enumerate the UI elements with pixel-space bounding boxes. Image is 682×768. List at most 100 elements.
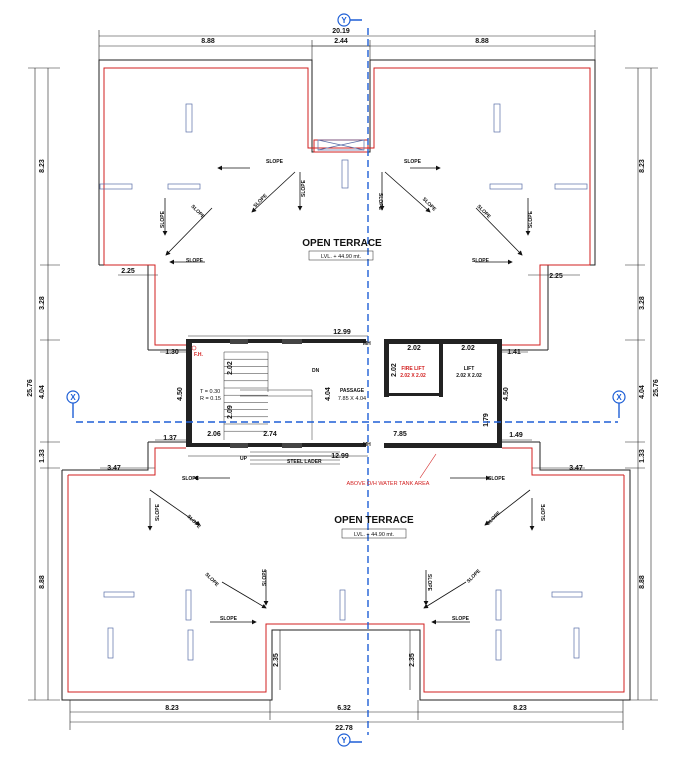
dim-bottom-left: 8.23 xyxy=(165,705,179,712)
slope-label: SLOPE xyxy=(186,258,204,264)
dim-lower-347-right: 3.47 xyxy=(569,465,583,472)
dim-core-left-130: 1.30 xyxy=(165,349,179,356)
dim-left-core: 4.04 xyxy=(39,385,46,399)
slope-label: SLOPE xyxy=(472,258,490,264)
stair-dn-label: DN xyxy=(312,368,320,374)
dimension-texts: 20.19 8.88 2.44 8.88 8.23 6.32 8.23 22.7… xyxy=(27,28,660,732)
slope-label: SLOPE xyxy=(421,196,438,213)
fire-lift-size: 2.02 X 2.02 xyxy=(400,373,426,379)
slope-label: SLOPE xyxy=(252,192,269,209)
axis-label-x-left: X xyxy=(70,393,76,402)
dim-right-179: 1.79 xyxy=(483,413,490,427)
slope-label: SLOPE xyxy=(426,574,432,592)
lift-size: 2.02 X 2.02 xyxy=(456,373,482,379)
upper-level-box xyxy=(308,250,374,261)
dim-right-total: 25.76 xyxy=(653,379,660,397)
dim-right-gap: 1.33 xyxy=(639,449,646,463)
riser-label: R = 0.15 xyxy=(200,396,221,402)
stair-up-label: UP xyxy=(240,456,248,462)
slope-label: SLOPE xyxy=(262,568,268,586)
dim-core-top: 12.99 xyxy=(333,329,351,336)
slope-label: SLOPE xyxy=(452,616,470,622)
slope-label: SLOPE xyxy=(377,193,383,211)
slope-label: SLOPE xyxy=(204,572,221,589)
slope-label: SLOPE xyxy=(220,616,238,622)
upper-terrace-level: LVL. + 44.90 mt. xyxy=(321,254,362,260)
water-tank-label: ABOVE O/H WATER TANK AREA xyxy=(347,481,430,487)
dim-left-mid: 3.28 xyxy=(39,296,46,310)
parapet-red xyxy=(67,67,625,693)
slope-label: SLOPE xyxy=(404,159,422,165)
building-outline xyxy=(61,59,631,701)
dim-core-right-149: 1.49 xyxy=(509,432,523,439)
slope-label: SLOPE xyxy=(190,204,207,221)
dim-core-right-450: 4.50 xyxy=(503,387,510,401)
dim-core-left-450: 4.50 xyxy=(177,387,184,401)
slope-label: SLOPE xyxy=(541,503,547,521)
dim-stair-209: 2.09 xyxy=(227,405,234,419)
lower-level-box xyxy=(341,528,407,539)
core-walls xyxy=(186,339,502,448)
slope-label: SLOPE xyxy=(182,476,200,482)
tread-label: T = 0.30 xyxy=(200,389,220,395)
slope-label: SLOPE xyxy=(466,568,483,585)
dim-right-core: 4.04 xyxy=(639,385,646,399)
lower-terrace-level: LVL. + 44.90 mt. xyxy=(354,532,395,538)
dimension-lines xyxy=(28,30,658,730)
slope-label: SLOPE xyxy=(486,510,503,527)
dim-right-mid: 3.28 xyxy=(639,296,646,310)
grid-axes xyxy=(72,19,620,743)
fire-hydrant-icon xyxy=(191,345,197,351)
dim-core-inner-404: 4.04 xyxy=(325,387,332,401)
axis-label-y-top: Y xyxy=(341,16,347,25)
passage-label: PASSAGE xyxy=(340,388,365,394)
dim-top-center: 2.44 xyxy=(334,38,348,45)
mh-label-left: MH xyxy=(363,341,371,347)
dim-core-left-137: 1.37 xyxy=(163,435,177,442)
dim-right-lower: 8.88 xyxy=(639,575,646,589)
dim-lower-right-235: 2.35 xyxy=(409,653,416,667)
dim-stair-202: 2.02 xyxy=(227,361,234,375)
dim-core-right-141: 1.41 xyxy=(507,349,521,356)
dim-top-total: 20.19 xyxy=(332,28,350,35)
passage-size: 7.85 X 4.04 xyxy=(338,396,366,402)
slope-label: SLOPE xyxy=(155,503,161,521)
slope-label: SLOPE xyxy=(488,476,506,482)
dim-right-upper: 8.23 xyxy=(639,159,646,173)
roof-features xyxy=(99,103,588,661)
slope-label: SLOPE xyxy=(301,179,307,197)
dim-ul-offset: 2.25 xyxy=(121,268,135,275)
axis-bubble-icon xyxy=(66,13,626,747)
dim-top-right: 8.88 xyxy=(475,38,489,45)
slope-arrow-icon xyxy=(147,165,535,625)
dim-lower-347-left: 3.47 xyxy=(107,465,121,472)
dim-bottom-center: 6.32 xyxy=(337,705,351,712)
fire-lift-label: FIRE LIFT xyxy=(401,366,424,372)
slope-label: SLOPE xyxy=(476,204,493,221)
slope-label: SLOPE xyxy=(266,159,284,165)
dim-bottom-785: 7.85 xyxy=(393,431,407,438)
lift-label: LIFT xyxy=(464,366,475,372)
upper-terrace-title: OPEN TERRACE xyxy=(302,238,382,249)
dim-bottom-right: 8.23 xyxy=(513,705,527,712)
dim-top-left: 8.88 xyxy=(201,38,215,45)
stair-treads-repeat xyxy=(224,351,268,432)
dim-bottom-total: 22.78 xyxy=(335,725,353,732)
dim-stair-274: 2.74 xyxy=(263,431,277,438)
steel-ladder-label: STEEL LADER xyxy=(287,459,322,465)
stair-treads xyxy=(223,352,340,465)
dim-ur-offset: 2.25 xyxy=(549,273,563,280)
dim-core-bottom: 12.99 xyxy=(331,453,349,460)
slope-label: SLOPE xyxy=(528,210,534,228)
dim-left-total: 25.76 xyxy=(27,379,34,397)
fire-hydrant-label: F.H. xyxy=(194,352,204,358)
dim-lift-202a: 2.02 xyxy=(407,345,421,352)
dim-stair-206: 2.06 xyxy=(207,431,221,438)
dim-left-lower: 8.88 xyxy=(39,575,46,589)
slope-label: SLOPE xyxy=(160,210,166,228)
axis-label-y-bottom: Y xyxy=(341,736,347,745)
slope-label: SLOPE xyxy=(186,514,203,531)
lower-terrace-title: OPEN TERRACE xyxy=(334,515,414,526)
mh-label-right: MH xyxy=(363,442,371,448)
